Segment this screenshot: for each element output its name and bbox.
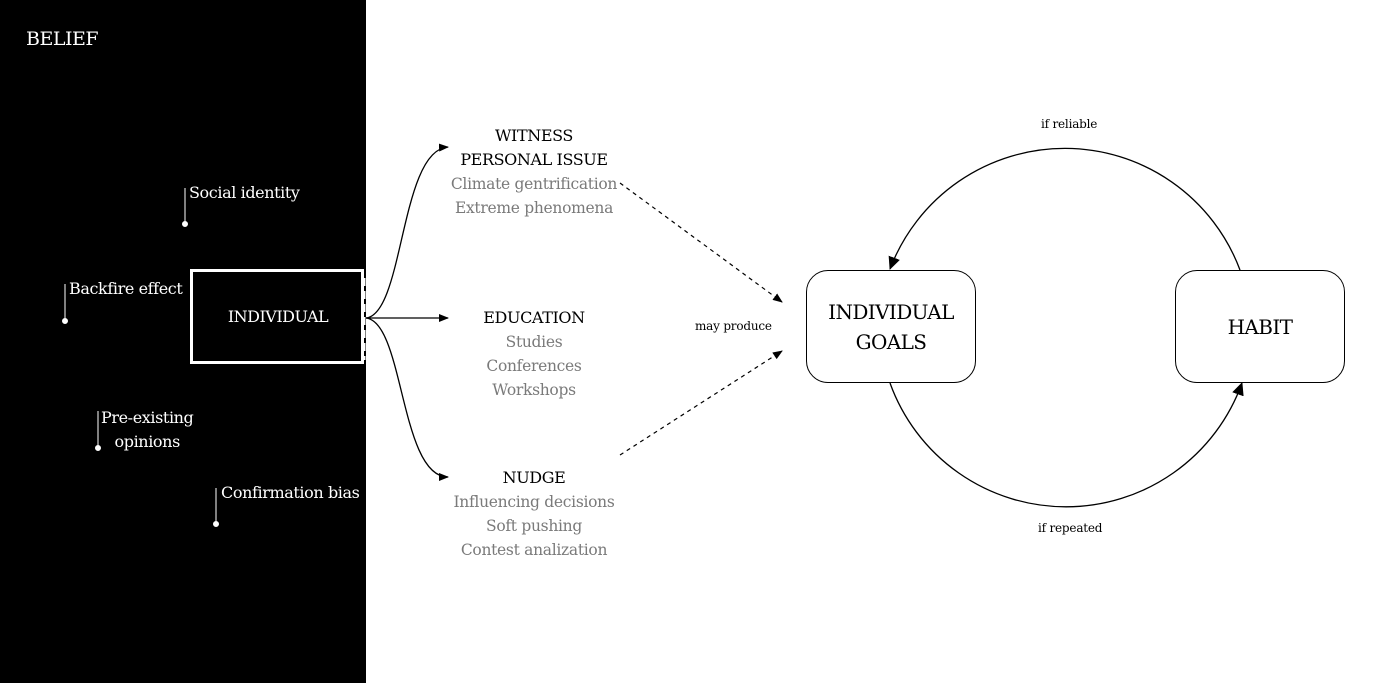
witness-title-line1: WITNESS xyxy=(495,126,573,145)
individual-box xyxy=(190,269,364,364)
list-item: Climate gentrification xyxy=(450,175,618,193)
list-item: Extreme phenomena xyxy=(454,199,614,217)
pin-dot-pre-existing xyxy=(95,445,101,451)
factor-confirmation-bias: Confirmation bias xyxy=(221,483,360,502)
habit-label: HABIT xyxy=(1227,315,1293,339)
arc-goals-to-habit xyxy=(889,382,1244,508)
list-item: Contest analization xyxy=(460,541,608,559)
pathway-nudge: NUDGE Influencing decisions Soft pushing… xyxy=(434,466,634,562)
dashed-arrows xyxy=(619,182,783,456)
factor-backfire-effect: Backfire effect xyxy=(69,279,183,298)
nudge-title: NUDGE xyxy=(502,468,566,487)
education-title: EDUCATION xyxy=(483,308,585,327)
pathway-education: EDUCATION Studies Conferences Workshops xyxy=(434,306,634,402)
list-item: Conferences xyxy=(486,357,582,375)
factor-pre-existing-line2: opinions xyxy=(114,432,181,451)
dashed-arrow-witness xyxy=(619,182,783,303)
goals-line1: INDIVIDUAL xyxy=(828,300,954,324)
witness-title-line2: PERSONAL ISSUE xyxy=(460,150,608,169)
belief-pins xyxy=(62,188,219,527)
list-item: Workshops xyxy=(492,381,576,399)
belief-panel xyxy=(0,0,366,683)
nudge-items: Influencing decisions Soft pushing Conte… xyxy=(434,490,634,562)
factor-pre-existing-line1: Pre-existing xyxy=(101,408,194,427)
factor-pre-existing-opinions: Pre-existing opinions xyxy=(101,406,194,454)
individual-goals-label: INDIVIDUAL GOALS xyxy=(806,297,976,357)
arrow-to-nudge xyxy=(365,317,449,481)
arrow-to-witness xyxy=(365,143,449,319)
education-items: Studies Conferences Workshops xyxy=(434,330,634,402)
goals-line2: GOALS xyxy=(855,330,927,354)
pathway-witness: WITNESS PERSONAL ISSUE Climate gentrific… xyxy=(434,124,634,220)
may-produce-label: may produce xyxy=(695,319,772,333)
panel-title: BELIEF xyxy=(26,28,99,50)
cycle-arcs xyxy=(888,147,1244,508)
branch-arrows xyxy=(365,143,449,481)
factor-social-identity: Social identity xyxy=(189,183,300,202)
if-repeated-label: if repeated xyxy=(1038,521,1103,535)
arc-habit-to-goals xyxy=(888,147,1241,271)
list-item: Studies xyxy=(505,333,563,351)
list-item: Influencing decisions xyxy=(453,493,615,511)
pin-dot-social-identity xyxy=(182,221,188,227)
pin-dot-confirmation-bias xyxy=(213,521,219,527)
list-item: Soft pushing xyxy=(486,517,582,535)
individual-goals-box xyxy=(806,270,976,383)
dashed-arrow-nudge xyxy=(619,350,783,456)
if-reliable-label: if reliable xyxy=(1041,117,1098,131)
pin-dot-backfire-effect xyxy=(62,318,68,324)
individual-label: INDIVIDUAL xyxy=(227,307,329,326)
witness-title: WITNESS PERSONAL ISSUE xyxy=(434,124,634,172)
habit-box xyxy=(1175,270,1345,383)
witness-items: Climate gentrification Extreme phenomena xyxy=(434,172,634,220)
